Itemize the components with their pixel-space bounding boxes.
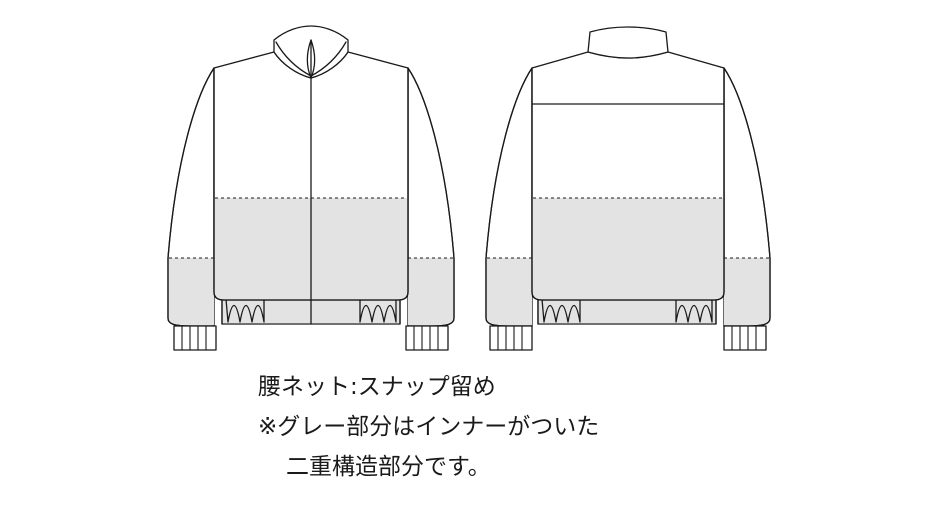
jacket-back bbox=[485, 26, 771, 351]
back-collar bbox=[587, 26, 669, 59]
note-gray-area: ※グレー部分はインナーがついた bbox=[258, 414, 600, 440]
back-waistband bbox=[537, 295, 717, 325]
back-body bbox=[531, 51, 725, 301]
front-body bbox=[213, 51, 409, 301]
front-waistband bbox=[221, 295, 401, 325]
front-right-cuff bbox=[405, 325, 449, 351]
back-left-sleeve bbox=[485, 67, 533, 327]
front-collar bbox=[273, 25, 349, 79]
back-left-cuff bbox=[489, 325, 533, 351]
note-waist-net: 腰ネット:スナップ留め bbox=[258, 374, 496, 400]
front-left-sleeve bbox=[167, 67, 215, 327]
front-left-cuff bbox=[173, 325, 217, 351]
front-right-sleeve bbox=[407, 67, 455, 327]
note-double-structure: 二重構造部分です。 bbox=[286, 454, 491, 480]
jacket-front bbox=[167, 25, 455, 351]
back-right-sleeve bbox=[723, 67, 771, 327]
back-right-cuff bbox=[723, 325, 767, 351]
